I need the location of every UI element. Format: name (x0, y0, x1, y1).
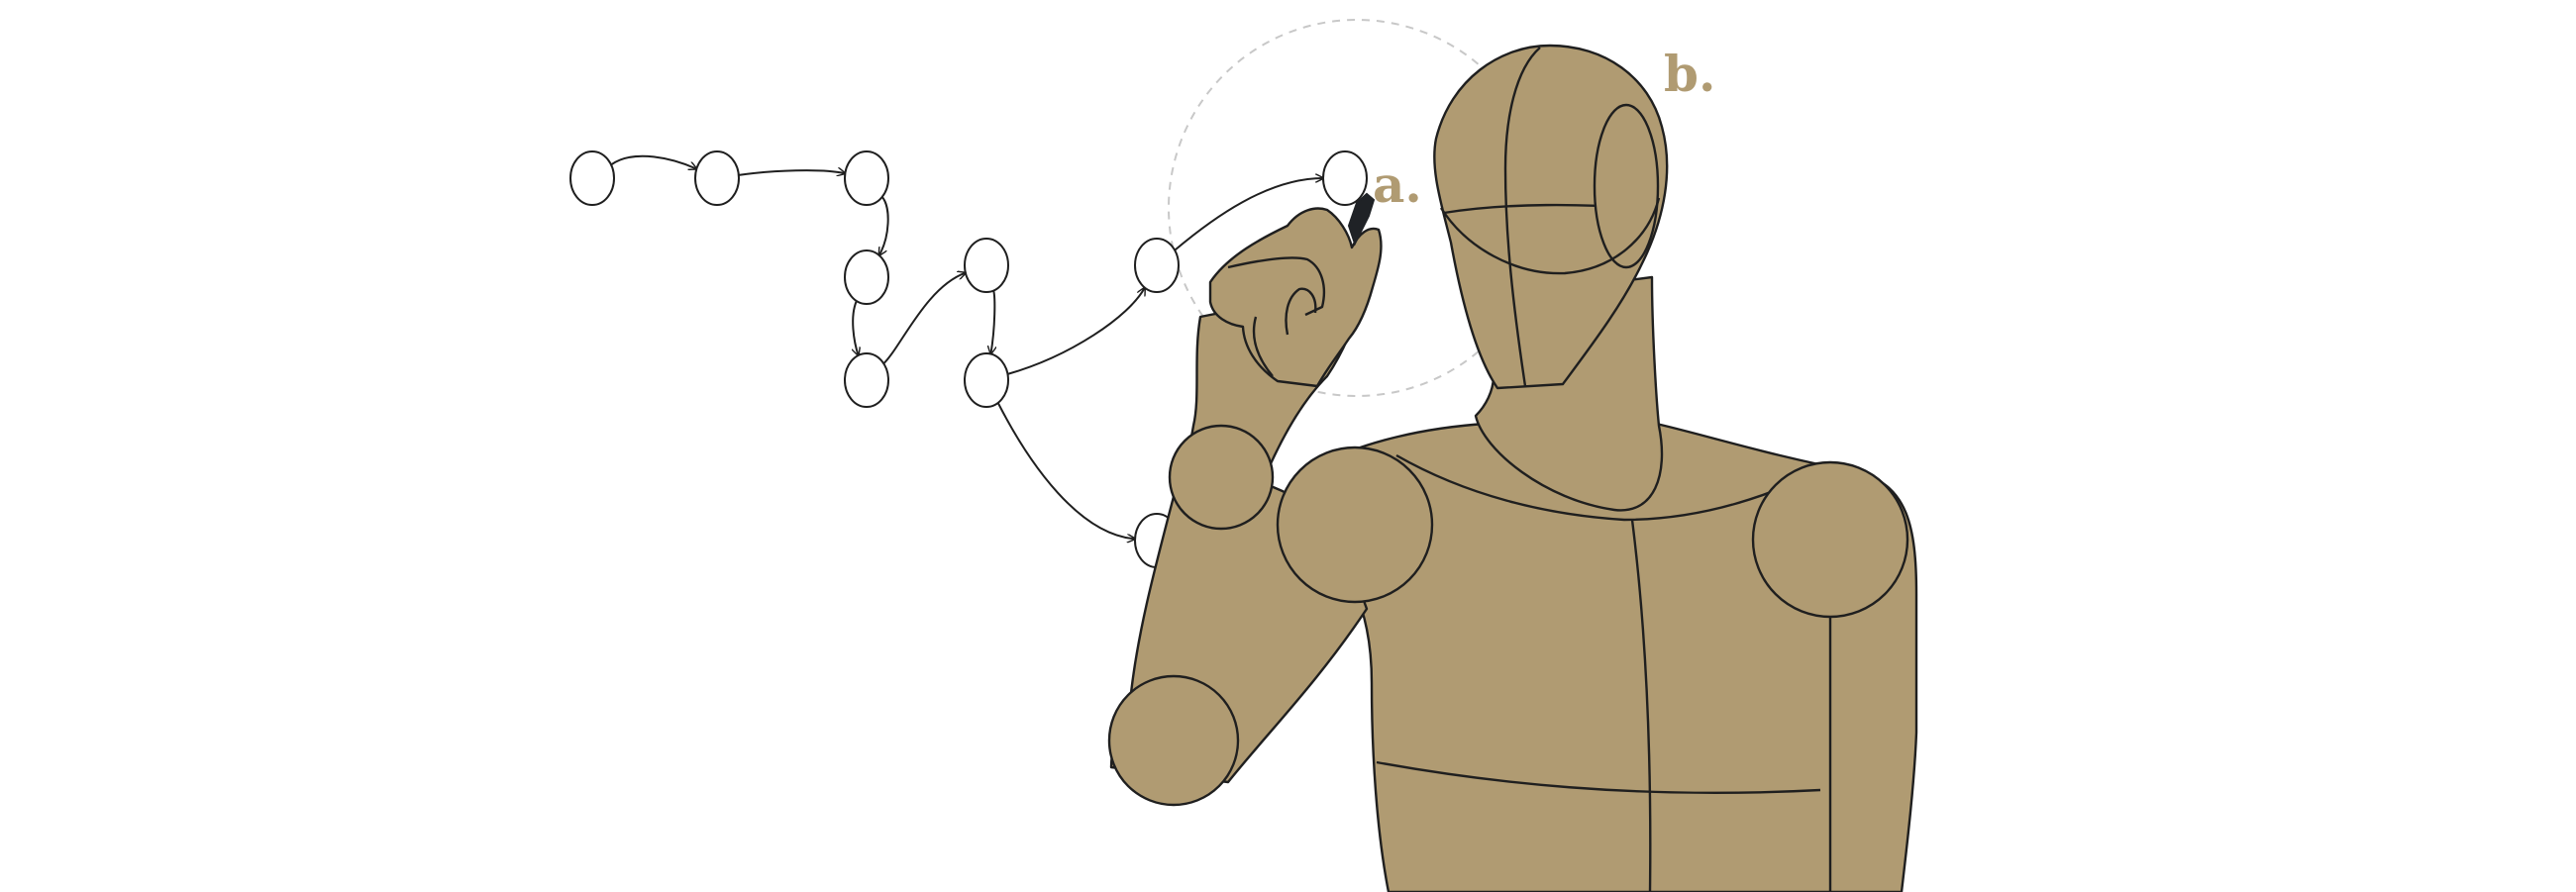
graph-node-9 (1322, 150, 1368, 206)
mannequin-waist-line (1376, 760, 1821, 795)
graph-node-6 (964, 238, 1009, 293)
graph-node-2 (694, 150, 740, 206)
graph-edge-2 (738, 170, 845, 175)
mannequin-thumb-line (1285, 287, 1317, 336)
label-a: a. (1373, 155, 1422, 214)
graph-edge-9 (996, 402, 1135, 539)
label-b: b. (1664, 45, 1715, 103)
mannequin-ear (1593, 103, 1660, 269)
graph-edge-3 (879, 196, 889, 255)
graph-node-5 (844, 352, 889, 408)
graph-edges (610, 154, 1323, 540)
graph-node-7 (964, 352, 1009, 408)
graph-node-4 (844, 249, 889, 305)
graph-node-8 (1134, 238, 1180, 293)
graph-edge-6 (990, 290, 994, 354)
marker-pen-icon (1347, 192, 1376, 247)
graph-edge-7 (1007, 288, 1144, 375)
mannequin-wrist-joint (1168, 424, 1275, 531)
mannequin-palm-line (1252, 316, 1274, 377)
mannequin-head-sphere-line (1439, 197, 1661, 275)
wooden-mannequin-drawing (1107, 44, 1918, 892)
graph-node-1 (569, 150, 615, 206)
graph-edge-8 (1174, 178, 1323, 251)
mannequin-hand (1208, 207, 1383, 388)
mannequin-left-shoulder-joint (1276, 446, 1434, 604)
graph-edge-5 (882, 273, 966, 364)
graph-edge-4 (853, 300, 858, 355)
graph-node-3 (844, 150, 889, 206)
mannequin-right-shoulder-joint (1751, 460, 1909, 619)
mannequin-finger-line (1227, 256, 1326, 317)
mannequin-sternum-line (1630, 519, 1652, 892)
mannequin-head-midline (1503, 47, 1541, 387)
graph-edge-1 (610, 154, 696, 169)
mannequin-elbow-joint (1107, 674, 1240, 807)
